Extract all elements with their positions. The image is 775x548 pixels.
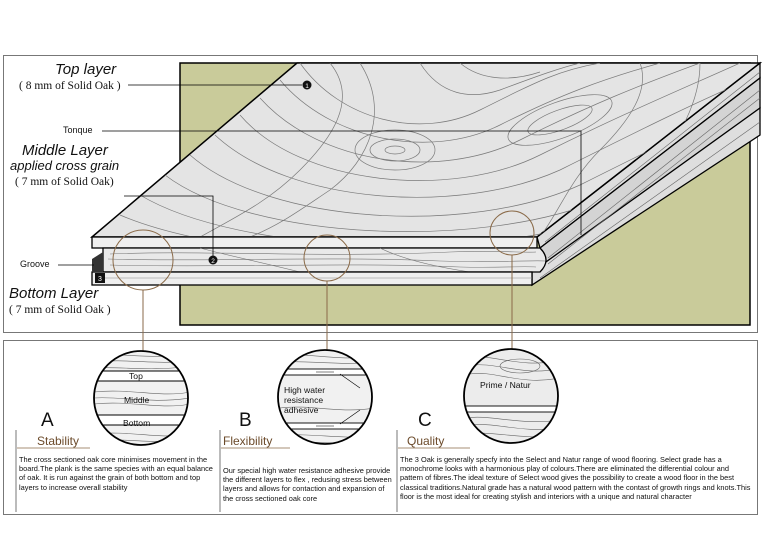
bottom-layer-title: Bottom Layer (9, 285, 99, 302)
column-c-letter: C (418, 410, 432, 431)
zoom-label-top: Top (129, 371, 143, 381)
column-a-title: Stability (37, 434, 80, 448)
svg-text:2: 2 (211, 258, 215, 265)
column-b-text: Our special high water resistance adhesi… (223, 466, 392, 503)
zoom-circle-stability (94, 351, 188, 445)
groove-label: Groove (20, 259, 50, 269)
column-c-text: The 3 Oak is generally specfy into the S… (400, 455, 751, 501)
marker-1 (302, 80, 312, 90)
middle-layer-spec: ( 7 mm of Solid Oak) (15, 176, 114, 188)
zoom-label-adhesive: High water resistance adhesive (284, 385, 326, 415)
marker-3 (95, 273, 105, 283)
zoom-label-prime-natur: Prime / Natur (480, 380, 531, 390)
column-c-title: Quality (407, 434, 445, 448)
top-layer-spec: ( 8 mm of Solid Oak ) (19, 80, 121, 92)
column-b-title: Flexibility (223, 434, 273, 448)
column-b-letter: B (239, 410, 252, 431)
tonque-label: Tonque (63, 125, 93, 135)
marker-2 (208, 255, 218, 265)
top-layer-title: Top layer (55, 61, 117, 78)
column-a-text: The cross sectioned oak core minimises m… (19, 455, 213, 492)
bottom-layer-spec: ( 7 mm of Solid Oak ) (9, 304, 111, 316)
upper-frame (3, 55, 758, 333)
column-a-letter: A (41, 410, 54, 431)
svg-text:1: 1 (305, 83, 309, 90)
zoom-circle-quality (464, 349, 558, 443)
svg-text:3: 3 (98, 276, 102, 283)
groove-notch (92, 252, 103, 272)
middle-layer-subtitle: applied cross grain (10, 158, 120, 173)
bottom-layer-edge (91, 271, 533, 286)
zoom-label-middle: Middle (124, 395, 150, 405)
middle-layer-title: Middle Layer (22, 142, 108, 159)
zoom-label-bottom: Bottom (123, 418, 151, 428)
lower-frame (3, 340, 758, 515)
